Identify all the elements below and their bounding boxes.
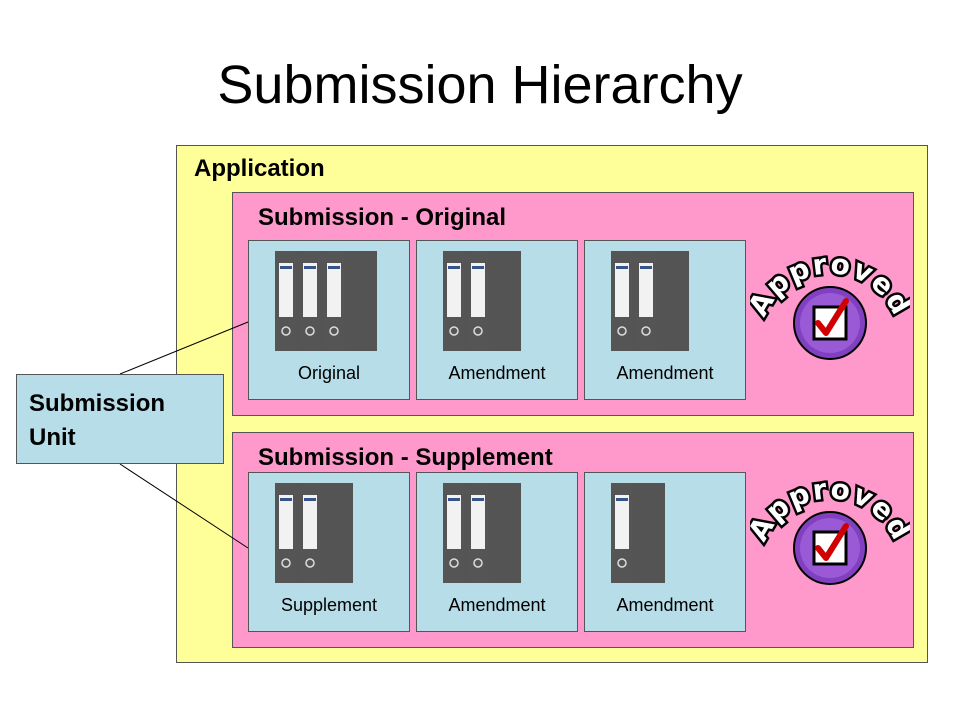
unit-amendment: Amendment bbox=[584, 472, 746, 632]
submission-unit-callout: Submission Unit bbox=[16, 374, 224, 464]
unit-amendment: Amendment bbox=[416, 472, 578, 632]
unit-label: Supplement bbox=[280, 595, 378, 615]
binder bbox=[611, 483, 665, 583]
binder-icon bbox=[611, 483, 665, 583]
binder bbox=[299, 483, 353, 583]
application-label: Application bbox=[194, 155, 325, 182]
unit-original: Original bbox=[248, 240, 410, 400]
binder-icon bbox=[611, 251, 689, 351]
binder bbox=[467, 483, 521, 583]
binder bbox=[323, 251, 377, 351]
binder-icon bbox=[443, 483, 521, 583]
approved-badge-icon: Approved Approved bbox=[750, 245, 910, 360]
unit-supplement: Supplement bbox=[248, 472, 410, 632]
unit-amendment: Amendment bbox=[584, 240, 746, 400]
page-title: Submission Hierarchy bbox=[217, 55, 743, 115]
unit-label: Amendment bbox=[616, 363, 714, 383]
submission-supplement-label: Submission - Supplement bbox=[258, 444, 553, 471]
binder-icon bbox=[275, 251, 377, 351]
unit-label: Original bbox=[297, 363, 361, 383]
binder bbox=[467, 251, 521, 351]
submission-unit-label: Submission Unit bbox=[29, 390, 166, 451]
submission-original-label: Submission - Original bbox=[258, 204, 507, 231]
unit-label: Amendment bbox=[616, 595, 714, 615]
unit-label: Amendment bbox=[448, 595, 546, 615]
unit-amendment: Amendment bbox=[416, 240, 578, 400]
binder-icon bbox=[275, 483, 353, 583]
unit-label: Amendment bbox=[448, 363, 546, 383]
binder bbox=[635, 251, 689, 351]
approved-badge-icon: Approved Approved bbox=[750, 470, 910, 585]
binder-icon bbox=[443, 251, 521, 351]
